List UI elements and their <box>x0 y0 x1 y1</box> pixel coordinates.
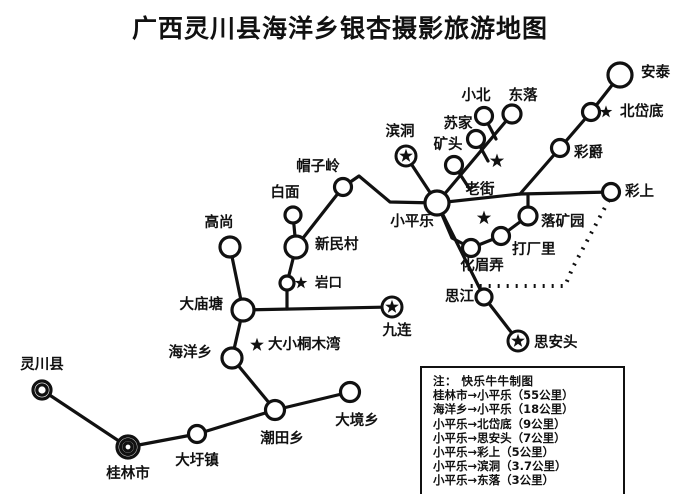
map-node-damiaotang[interactable] <box>230 297 256 323</box>
map-node-sijiang[interactable] <box>474 287 494 307</box>
node-label-baimian: 白面 <box>271 183 300 201</box>
node-label-daxuzhen: 大圩镇 <box>175 451 219 469</box>
legend-route-item: 桂林市→小平乐（55公里） <box>433 388 574 403</box>
map-node-maoziling[interactable] <box>332 176 354 198</box>
map-node-caishang[interactable] <box>600 181 622 203</box>
route-edge <box>273 390 352 412</box>
node-label-yankou: 岩口 <box>314 274 342 291</box>
node-label-luokuangyuan: 落矿园 <box>541 212 585 230</box>
map-node-baimian[interactable] <box>283 205 303 225</box>
legend-route-item: 小平乐→滨洞（3.7公里） <box>433 459 567 474</box>
route-edge <box>435 190 613 205</box>
node-label-huameinong: 化眉弄 <box>460 256 504 274</box>
map-node-sianotou[interactable] <box>506 329 530 353</box>
node-label-jiulian: 九连 <box>382 321 412 339</box>
star-icon <box>511 333 525 347</box>
node-label-kuangtou: 矿头 <box>434 135 463 153</box>
legend-route-item: 小平乐→北岱底（9公里） <box>433 416 566 431</box>
map-node-huameinong[interactable] <box>460 237 482 259</box>
map-node-sujia[interactable] <box>465 128 487 150</box>
node-label-guilin: 桂林市 <box>105 464 150 482</box>
map-node-caijue[interactable] <box>549 137 571 159</box>
map-node-luokuangyuan[interactable] <box>517 205 539 227</box>
legend-route-item: 海洋乡→小平乐（18公里） <box>433 402 574 417</box>
star-icon <box>385 299 399 313</box>
route-edge <box>40 388 130 449</box>
map-node-yankou[interactable] <box>278 274 296 292</box>
node-label-caijue: 彩爵 <box>573 143 603 161</box>
node-label-xiaopingle: 小平乐 <box>390 212 434 230</box>
star-icon <box>599 105 613 118</box>
node-label-dongluo: 东落 <box>509 86 538 104</box>
route-edge <box>518 73 622 196</box>
legend-panel: 注： 快乐牛牛制图 桂林市→小平乐（55公里）海洋乡→小平乐（18公里）小平乐→… <box>420 366 625 494</box>
map-node-xiaobei[interactable] <box>473 105 495 127</box>
legend-route-item: 小平乐→思安头（7公里） <box>433 430 566 445</box>
star-icon <box>399 148 413 162</box>
node-label-bindong: 滨洞 <box>386 122 415 140</box>
node-label-beidaidi: 北岱底 <box>620 102 664 120</box>
route-edge <box>241 305 394 312</box>
map-node-chaotianxiang[interactable] <box>263 398 287 422</box>
node-label-xinmincun: 新民村 <box>315 235 359 253</box>
legend-route-list: 桂林市→小平乐（55公里）海洋乡→小平乐（18公里）小平乐→北岱底（9公里）小平… <box>433 388 614 487</box>
route-edge <box>435 112 514 205</box>
place-label-daxiaotongmuwan: 大小桐木湾 <box>268 335 341 353</box>
node-label-xiaobei: 小北 <box>462 87 491 104</box>
node-label-haiyangxiang: 海洋乡 <box>169 343 213 361</box>
node-label-dajingxiang: 大境乡 <box>335 411 379 429</box>
map-node-lingchuan[interactable] <box>31 379 53 401</box>
node-label-antai: 安泰 <box>641 63 670 81</box>
node-label-caishang: 彩上 <box>624 182 654 200</box>
star-icon <box>250 337 264 351</box>
legend-route-item: 小平乐→彩上（5公里） <box>433 445 555 460</box>
legend-route-item: 小平乐→东落（3公里） <box>433 473 555 488</box>
map-node-daxuzhen[interactable] <box>186 423 208 445</box>
map-node-bindong[interactable] <box>394 144 418 168</box>
route-edge <box>195 408 277 436</box>
map-node-kuangtou[interactable] <box>443 154 465 176</box>
nodes-layer <box>31 61 634 460</box>
map-node-antai[interactable] <box>606 61 634 89</box>
node-label-lingchuan: 灵川县 <box>20 356 64 373</box>
star-icon <box>476 210 492 225</box>
map-node-haiyangxiang[interactable] <box>220 346 244 370</box>
place-label-laojie: 老街 <box>465 180 495 198</box>
map-node-beidaidi[interactable] <box>580 101 602 123</box>
node-label-sujia: 苏家 <box>444 114 473 132</box>
node-label-sianotou: 思安头 <box>534 333 578 351</box>
star-icon <box>489 153 505 168</box>
node-label-gaoshang: 高尚 <box>205 213 234 231</box>
route-edge <box>294 185 345 249</box>
map-node-xinmincun[interactable] <box>283 234 309 260</box>
map-node-dongluo[interactable] <box>501 103 523 125</box>
map-node-jiulian[interactable] <box>380 295 404 319</box>
map-node-guilin[interactable] <box>115 434 141 460</box>
node-label-maoziling: 帽子岭 <box>296 157 340 175</box>
node-label-sijiang: 思江 <box>445 287 474 305</box>
map-node-gaoshang[interactable] <box>218 235 242 259</box>
page-title: 广西灵川县海洋乡银杏摄影旅游地图 <box>131 14 548 43</box>
map-node-dachangli[interactable] <box>490 225 512 247</box>
node-label-damiaotang: 大庙塘 <box>180 295 224 313</box>
map-node-dajingxiang[interactable] <box>338 380 362 404</box>
map-node-xiaopingle[interactable] <box>423 189 451 217</box>
star-icon <box>294 276 308 289</box>
legend-header: 注： 快乐牛牛制图 <box>433 374 534 388</box>
node-label-chaotianxiang: 潮田乡 <box>260 429 304 447</box>
node-label-dachangli: 打厂里 <box>512 240 556 258</box>
